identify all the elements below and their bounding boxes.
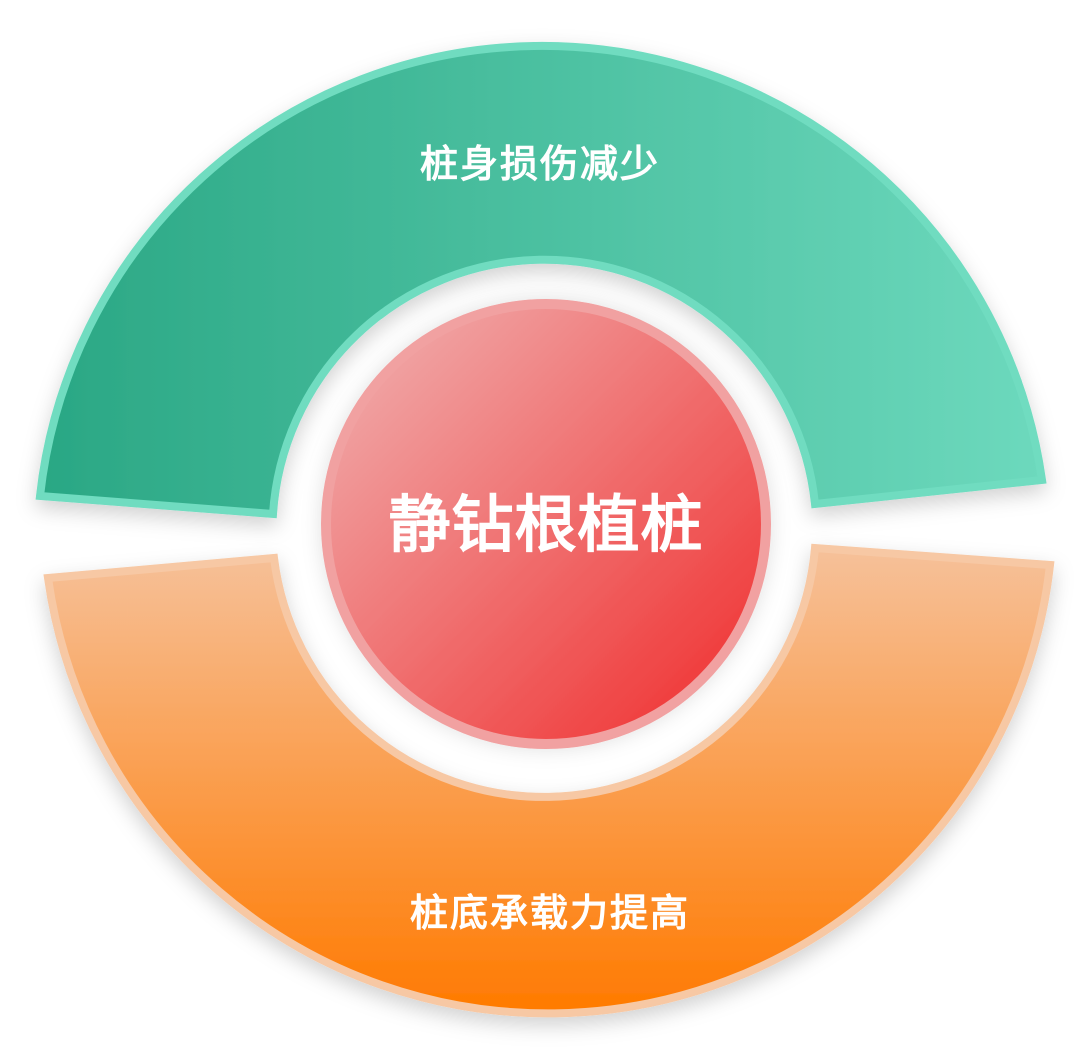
bottom-segment [43, 543, 1055, 1018]
top-segment-label: 桩身损伤减少 [420, 142, 660, 186]
bottom-segment-label: 桩底承载力提高 [410, 891, 690, 935]
center-node [321, 299, 771, 749]
top-segment [35, 41, 1047, 519]
center-label: 静钻根植桩 [388, 488, 703, 561]
